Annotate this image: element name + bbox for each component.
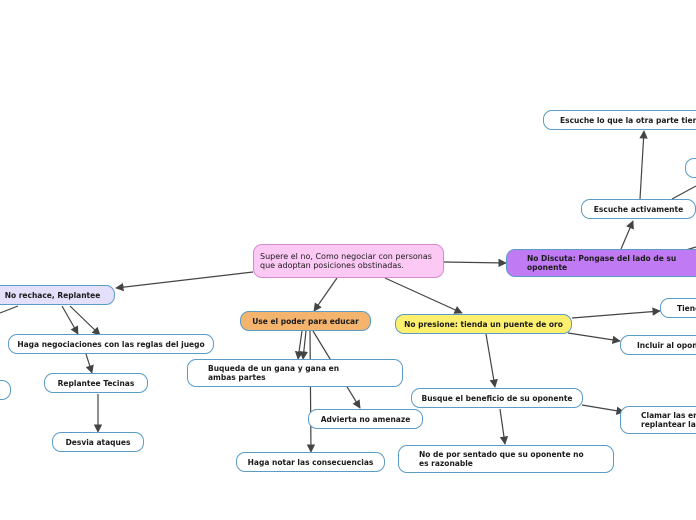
edge-rechace-offscreen (0, 305, 19, 314)
node-desvia-ataques-label: Desvia ataques (65, 437, 131, 447)
node-haga-notar-label: Haga notar las consecuencias (247, 457, 374, 467)
node-busque-beneficio-label: Busque el beneficio de su oponente (421, 393, 573, 403)
edge-root-presione (384, 277, 463, 314)
node-no-de-por-sentado-label: No de por sentado que su oponente no es … (419, 450, 584, 468)
node-use-el-poder-label: Use el poder para educar (252, 316, 359, 326)
node-incluir-label: Incluir al opone (637, 340, 696, 350)
node-escuche-activamente-label: Escuche activamente (593, 204, 684, 214)
edge-beneficio-razonable (499, 408, 509, 445)
node-haga-negociaciones[interactable]: Haga negociaciones con las reglas del ju… (8, 334, 214, 354)
node-buqueda-gana[interactable]: Buqueda de un gana y gana en ambas parte… (187, 359, 403, 387)
edge-beneficio-clamar (581, 404, 625, 415)
node-no-discuta-label: No Discuta: Pongase del lado de su opone… (527, 254, 677, 272)
node-tiend[interactable]: Tiend (660, 298, 696, 318)
edge-presione-beneficio (485, 333, 498, 388)
edge-educar-gana-1 (294, 330, 304, 360)
edge-presione-incluir (567, 332, 621, 345)
edge-discuta-activamente (620, 220, 634, 250)
node-no-rechace[interactable]: No rechace, Replantee (0, 285, 115, 305)
edge-educar-gana-2 (299, 330, 308, 360)
node-clamar[interactable]: Clamar las em replantear la p (620, 406, 696, 434)
node-replantee-tecinas[interactable]: Replantee Tecinas (44, 373, 148, 393)
edge-activamente-offscreen (671, 185, 696, 200)
node-escuche-activamente[interactable]: Escuche activamente (581, 199, 696, 219)
node-advierta-label: Advierta no amenaze (320, 414, 411, 424)
node-desvia-ataques[interactable]: Desvia ataques (52, 432, 144, 452)
edge-educar-consecuencias (306, 330, 316, 453)
node-use-el-poder[interactable]: Use el poder para educar (240, 311, 371, 331)
edge-rechace-negociaciones (61, 305, 79, 335)
root-node[interactable]: Supere el no, Como negociar con personas… (253, 244, 444, 278)
edge-rechace-negociaciones-2 (69, 305, 101, 336)
node-advierta[interactable]: Advierta no amenaze (308, 409, 423, 429)
node-haga-negociaciones-label: Haga negociaciones con las reglas del ju… (17, 339, 205, 349)
node-no-presione-label: No presione: tienda un puente de oro (404, 319, 563, 329)
node-no-discuta[interactable]: No Discuta: Pongase del lado de su opone… (506, 249, 696, 277)
node-clamar-label: Clamar las em replantear la p (641, 411, 696, 429)
edge-root-educar (313, 277, 338, 312)
node-incluir[interactable]: Incluir al opone (620, 335, 696, 355)
node-busque-beneficio[interactable]: Busque el beneficio de su oponente (411, 388, 583, 408)
node-escuche-otra-parte[interactable]: Escuche lo que la otra parte tiene q (543, 110, 696, 130)
edge-root-rechace (115, 271, 254, 292)
node-no-presione[interactable]: No presione: tienda un puente de oro (395, 314, 572, 334)
node-no-rechace-label: No rechace, Replantee (4, 290, 101, 300)
node-no-de-por-sentado[interactable]: No de por sentado que su oponente no es … (398, 445, 614, 473)
node-offscreen-right[interactable] (685, 158, 696, 178)
edge-activamente-escuche (639, 130, 648, 200)
node-haga-notar[interactable]: Haga notar las consecuencias (236, 452, 385, 472)
edge-presione-tiend (571, 307, 661, 319)
root-node-label: Supere el no, Como negociar con personas… (260, 252, 432, 270)
node-tiend-label: Tiend (677, 303, 696, 313)
edge-negociaciones-tecnicas (85, 353, 94, 374)
node-replantee-tecinas-label: Replantee Tecinas (57, 378, 135, 388)
node-escuche-otra-parte-label: Escuche lo que la otra parte tiene q (560, 115, 696, 125)
node-buqueda-gana-label: Buqueda de un gana y gana en ambas parte… (208, 364, 340, 382)
edge-root-discuta (443, 258, 507, 268)
